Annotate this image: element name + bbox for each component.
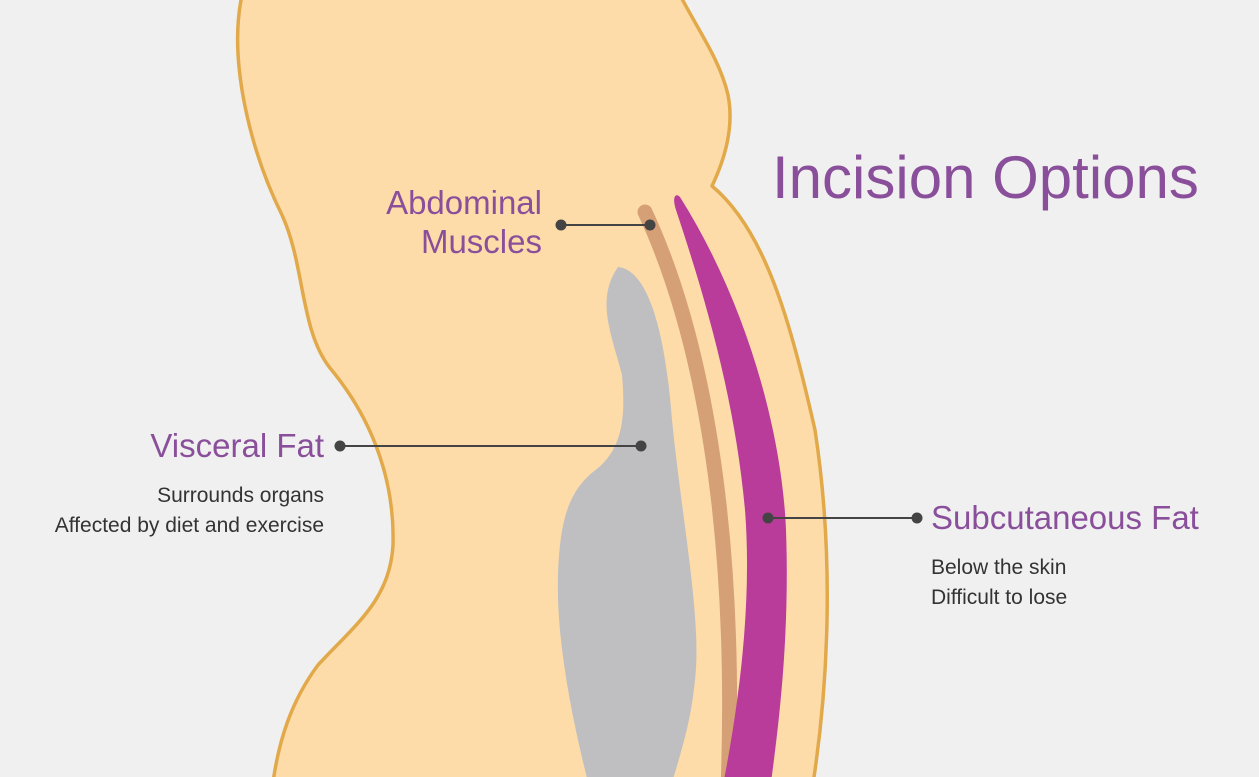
subcutaneous-fat-label: Subcutaneous Fat: [931, 499, 1199, 536]
diagram-title: Incision Options: [772, 144, 1199, 211]
visceral-fat-description-line-2: Affected by diet and exercise: [54, 514, 324, 537]
leader-dot: [644, 219, 656, 231]
abdominal-muscle-band: [637, 204, 738, 777]
subcutaneous-fat-band: [674, 195, 787, 777]
abdominal-muscles-label-line-2: Muscles: [420, 223, 542, 260]
visceral-fat-label: Visceral Fat: [150, 427, 324, 464]
subcutaneous-fat-description: Below the skin Difficult to lose: [931, 553, 1067, 613]
leader-line-visceral-fat: [334, 440, 647, 452]
abdominal-muscles-label: Abdominal Muscles: [386, 183, 542, 261]
leader-dot: [635, 440, 647, 452]
abdominal-muscles-label-line-1: Abdominal: [386, 184, 542, 221]
visceral-fat-region: [557, 267, 697, 777]
visceral-fat-description-line-1: Surrounds organs: [157, 484, 324, 507]
visceral-fat-description: Surrounds organs Affected by diet and ex…: [55, 481, 324, 541]
leader-line-abdominal-muscles: [555, 219, 656, 231]
leader-line-subcutaneous-fat: [762, 512, 923, 524]
subcutaneous-fat-description-line-1: Below the skin: [931, 556, 1067, 579]
leader-dot: [334, 440, 346, 452]
subcutaneous-fat-description-line-2: Difficult to lose: [931, 586, 1068, 609]
leader-dot: [555, 219, 567, 231]
leader-dot: [762, 512, 774, 524]
leader-dot: [911, 512, 923, 524]
